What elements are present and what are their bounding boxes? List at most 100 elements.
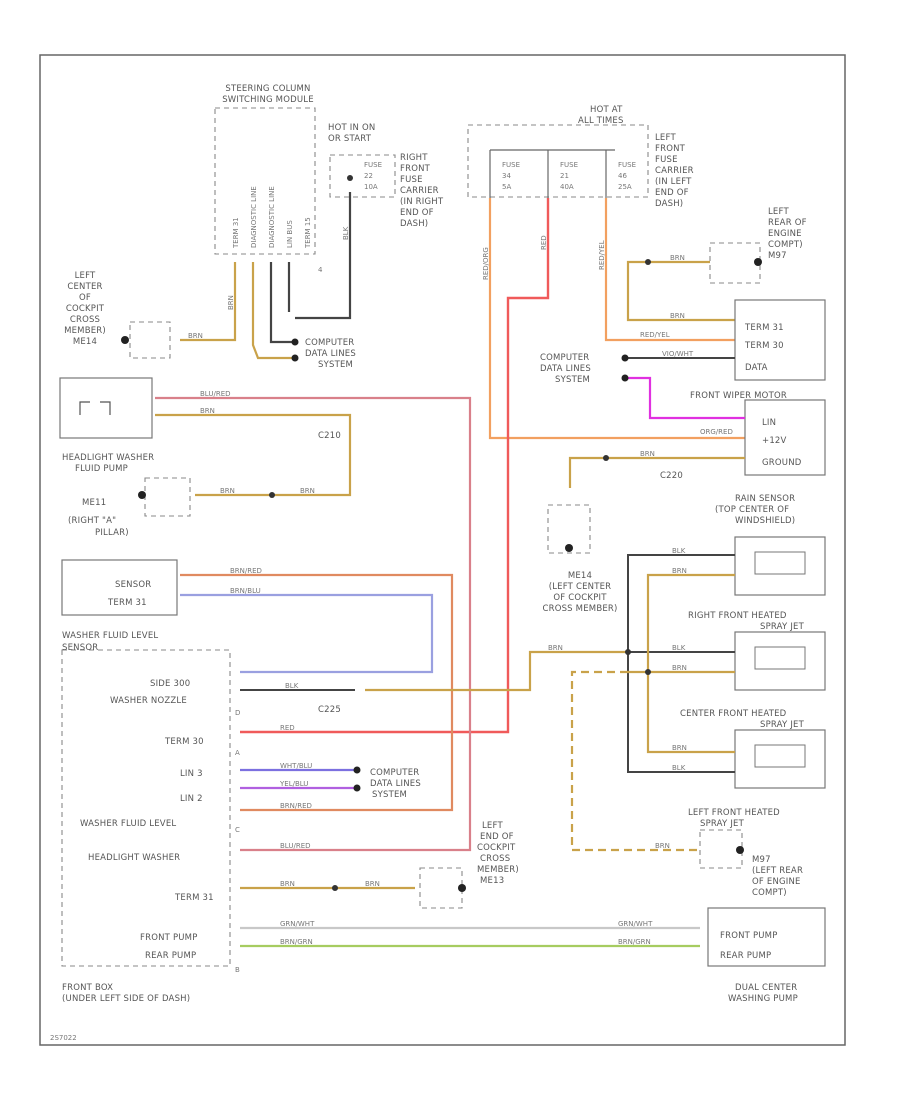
lf-heated-label-2: SPRAY JET bbox=[700, 819, 745, 829]
svg-text:(IN LEFT: (IN LEFT bbox=[655, 177, 692, 187]
term-box-data: DATA bbox=[745, 363, 768, 373]
svg-text:SIDE 300: SIDE 300 bbox=[150, 679, 190, 689]
dual-pump-rear: REAR PUMP bbox=[720, 951, 771, 961]
steering-column-label-2: SWITCHING MODULE bbox=[222, 95, 314, 105]
front-box bbox=[61, 649, 231, 967]
svg-text:ME14: ME14 bbox=[568, 571, 592, 581]
wire-jets-brn-bus bbox=[646, 573, 735, 754]
wire-sensor-brn-blu bbox=[180, 593, 434, 674]
lffc-label: LEFT FRONT FUSE CARRIER (IN LEFT END OF … bbox=[655, 133, 694, 209]
comp-data-1-l3: SYSTEM bbox=[318, 360, 353, 370]
wiper-pin-lin: LIN bbox=[762, 418, 776, 428]
rf-heated-label-1: RIGHT FRONT HEATED bbox=[688, 611, 787, 621]
headlight-washer-pump-box bbox=[59, 377, 153, 439]
rain-sensor-label-3: WINDSHIELD) bbox=[735, 516, 795, 526]
splice-me13 bbox=[332, 885, 338, 891]
comp-data-2-l1: COMPUTER bbox=[540, 353, 589, 363]
wire-fuse21-red bbox=[240, 198, 550, 734]
svg-text:RIGHT: RIGHT bbox=[400, 153, 428, 163]
wire-steering-diag1 bbox=[251, 262, 295, 360]
steering-pin-x: 4 bbox=[318, 266, 323, 274]
comp-data-2-l3: SYSTEM bbox=[555, 375, 590, 385]
svg-text:REAR OF: REAR OF bbox=[768, 218, 807, 228]
center-heated-box bbox=[734, 729, 826, 789]
svg-text:FRONT: FRONT bbox=[655, 144, 686, 154]
svg-text:LIN 2: LIN 2 bbox=[180, 794, 203, 804]
fuse-rf-amp: 10A bbox=[364, 183, 378, 191]
svg-text:FUSE: FUSE bbox=[502, 161, 520, 169]
wire-label-red-b: RED bbox=[280, 724, 295, 732]
me14-mid-label: ME14 (LEFT CENTER OF COCKPIT CROSS MEMBE… bbox=[542, 571, 617, 614]
wire-label-blk-center: BLK bbox=[672, 764, 686, 772]
wire-label-red-yel-2: RED/YEL bbox=[640, 331, 670, 339]
wire-hw-brn bbox=[155, 413, 352, 497]
svg-text:OF: OF bbox=[79, 293, 91, 303]
term-box-30: TERM 30 bbox=[744, 341, 784, 351]
wire-label-brn-blu: BRN/BLU bbox=[230, 587, 261, 595]
svg-text:FUSE: FUSE bbox=[400, 175, 423, 185]
me13-ground bbox=[458, 884, 466, 892]
wire-label-red-org: RED/ORG bbox=[482, 247, 490, 280]
wire-label-brn-red-b: BRN/RED bbox=[280, 802, 312, 810]
steering-pin-labels: TERM 31 DIAGNOSTIC LINE DIAGNOSTIC LINE … bbox=[232, 186, 312, 249]
lf-heated-box bbox=[699, 829, 743, 869]
pump-symbol bbox=[79, 401, 111, 415]
svg-text:40A: 40A bbox=[560, 183, 574, 191]
wfl-label-2: SENSOR bbox=[62, 643, 98, 653]
wire-label-brn-me11b: BRN bbox=[300, 487, 315, 495]
svg-text:WASHER FLUID LEVEL: WASHER FLUID LEVEL bbox=[80, 819, 176, 829]
comp-data-1-l1: COMPUTER bbox=[305, 338, 354, 348]
rain-sensor-label-2: (TOP CENTER OF bbox=[715, 505, 789, 515]
me11-label-1: ME11 bbox=[82, 498, 106, 508]
wire-label-brn-t31b: BRN bbox=[365, 880, 380, 888]
svg-text:TERM 30: TERM 30 bbox=[164, 737, 204, 747]
hwp-label-1: HEADLIGHT WASHER bbox=[62, 453, 154, 463]
m97-top-box bbox=[709, 242, 761, 284]
svg-text:FRONT: FRONT bbox=[400, 164, 431, 174]
c220-label: C220 bbox=[660, 471, 683, 481]
wire-label-blk-rain: BLK bbox=[672, 547, 686, 555]
me14-mid-box bbox=[547, 504, 591, 554]
rf-heater-element bbox=[754, 646, 806, 670]
wire-label-brn-t31a: BRN bbox=[280, 880, 295, 888]
svg-text:5A: 5A bbox=[502, 183, 511, 191]
footer-code: 2S7022 bbox=[50, 1034, 77, 1042]
wire-fuse34-orange bbox=[488, 198, 745, 440]
wire-label-brn-me11a: BRN bbox=[220, 487, 235, 495]
wire-label-brn-grn-b: BRN/GRN bbox=[618, 938, 651, 946]
svg-text:FUSE: FUSE bbox=[655, 155, 678, 165]
wire-label-brn-b: BRN bbox=[188, 332, 203, 340]
wire-label-brn-m97: BRN bbox=[670, 254, 685, 262]
comp-data-2-dot bbox=[621, 354, 629, 362]
wiper-lin-dot bbox=[621, 374, 629, 382]
rain-sensor-heater bbox=[754, 551, 806, 575]
splice-brn-rf bbox=[645, 669, 651, 675]
wire-label-red-yel: RED/YEL bbox=[598, 240, 606, 270]
svg-text:(LEFT CENTER: (LEFT CENTER bbox=[549, 582, 612, 592]
wire-c225-brn bbox=[365, 650, 628, 692]
hwp-label-2: FLUID PUMP bbox=[75, 464, 128, 474]
me14-mid-ground bbox=[565, 544, 573, 552]
rf-heated-box bbox=[734, 631, 826, 691]
front-wiper-motor-label: FRONT WIPER MOTOR bbox=[690, 391, 787, 401]
steering-pin-diag2: DIAGNOSTIC LINE bbox=[268, 186, 276, 248]
hot-in-on-2: OR START bbox=[328, 134, 372, 144]
svg-text:REAR PUMP: REAR PUMP bbox=[145, 951, 196, 961]
dual-pump-label-2: WASHING PUMP bbox=[728, 994, 798, 1004]
wire-label-yel-blu: YEL/BLU bbox=[279, 780, 308, 788]
me11-box bbox=[144, 477, 191, 517]
term-box-31: TERM 31 bbox=[744, 323, 784, 333]
svg-text:COCKPIT: COCKPIT bbox=[477, 843, 516, 853]
svg-text:M97: M97 bbox=[768, 251, 787, 261]
rain-sensor-label-1: RAIN SENSOR bbox=[735, 494, 795, 504]
hot-at-1: HOT AT bbox=[590, 105, 623, 115]
svg-text:COCKPIT: COCKPIT bbox=[66, 304, 105, 314]
fuse-rf-num: 22 bbox=[364, 172, 373, 180]
wire-label-blu-red-b: BLU/RED bbox=[280, 842, 311, 850]
svg-text:LEFT: LEFT bbox=[655, 133, 676, 143]
splice-me11 bbox=[269, 492, 275, 498]
front-box-pin-labels: SIDE 300 WASHER NOZZLE TERM 30 LIN 3 LIN… bbox=[80, 679, 214, 961]
data-line-dot-2 bbox=[291, 354, 299, 362]
front-box-label-2: (UNDER LEFT SIDE OF DASH) bbox=[62, 994, 190, 1004]
svg-text:DASH): DASH) bbox=[655, 199, 683, 209]
